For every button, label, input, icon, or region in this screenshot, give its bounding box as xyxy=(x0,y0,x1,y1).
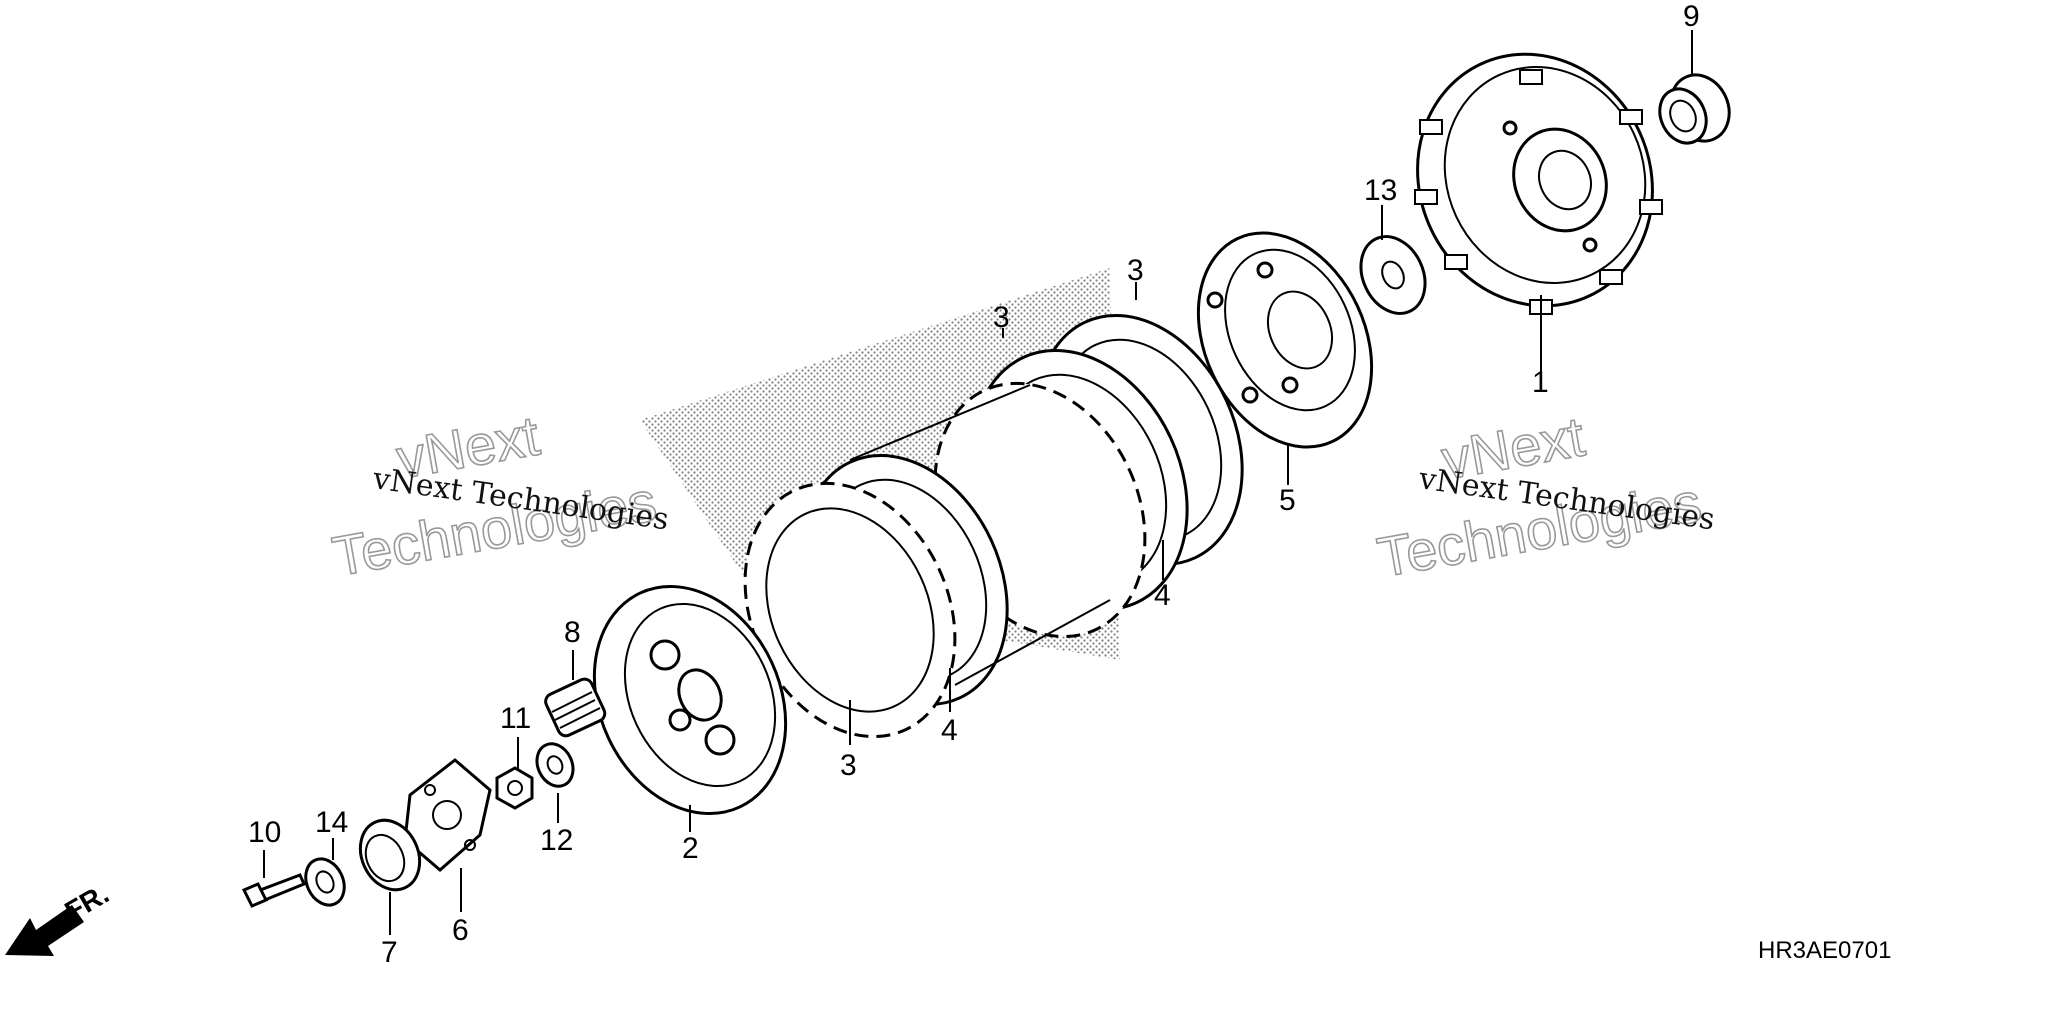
washer xyxy=(535,742,575,788)
stack-guide-line xyxy=(954,599,1111,686)
leader-lines xyxy=(263,30,1693,935)
lifter-plate xyxy=(403,758,492,872)
callout-3: 3 xyxy=(840,749,857,782)
callout-1: 1 xyxy=(1532,366,1549,399)
lifter-piece xyxy=(358,818,422,892)
callout-10: 10 xyxy=(248,816,281,849)
drawing-code: HR3AE0701 xyxy=(1758,937,1891,964)
bushing xyxy=(1658,73,1731,145)
callout-7: 7 xyxy=(381,936,398,969)
callout-13: 13 xyxy=(1364,174,1397,207)
clutch-disc-and-plate-group-left xyxy=(743,454,1009,739)
clutch-spring xyxy=(544,677,607,738)
bearing xyxy=(304,857,346,907)
callout-9: 9 xyxy=(1683,0,1700,33)
clutch-outer-housing xyxy=(1414,52,1663,315)
callout-8: 8 xyxy=(564,616,581,649)
callout-6: 6 xyxy=(452,914,469,947)
front-direction-arrow xyxy=(5,905,84,956)
callout-4: 4 xyxy=(1154,579,1171,612)
callout-11: 11 xyxy=(500,702,531,735)
callout-5: 5 xyxy=(1279,484,1296,517)
lock-nut xyxy=(495,766,534,810)
callout-12: 12 xyxy=(540,824,573,857)
bolt xyxy=(241,873,306,908)
stack-guide-line xyxy=(849,384,1031,461)
callout-2: 2 xyxy=(682,832,699,865)
clutch-center xyxy=(592,584,788,816)
clutch-disc-and-plate-group-right xyxy=(933,314,1244,639)
callout-14: 14 xyxy=(315,806,348,839)
callout-3: 3 xyxy=(993,301,1010,334)
thrust-washer xyxy=(1359,235,1427,315)
callout-3: 3 xyxy=(1127,254,1144,287)
callout-4: 4 xyxy=(941,714,958,747)
